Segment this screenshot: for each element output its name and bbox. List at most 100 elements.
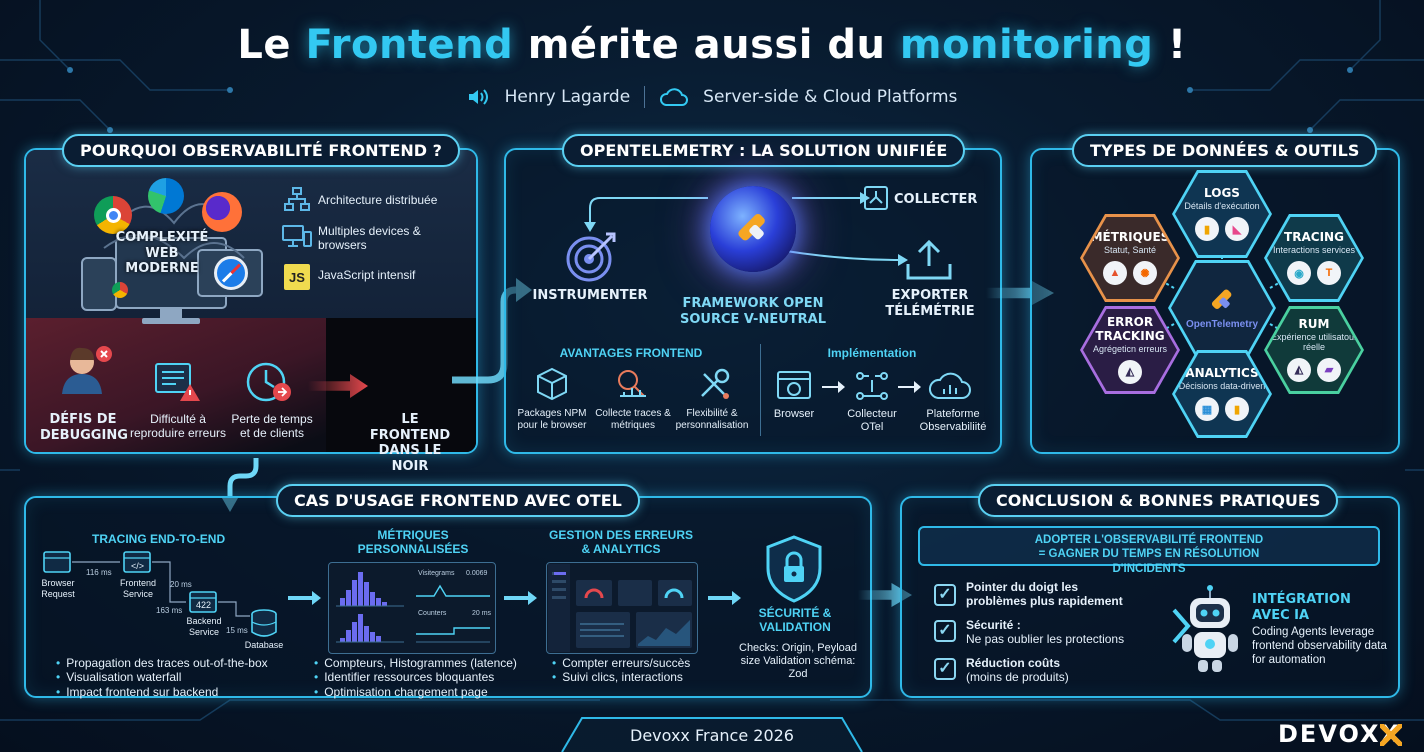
advantages-title: AVANTAGES FRONTEND [559,346,703,360]
tracing-waterfall: </> [43,551,277,637]
telescope-icon [738,213,765,241]
tracing-bullets: Propagation des traces out-of-the-box Vi… [56,656,268,699]
kibana-icon: ◣ [1225,217,1249,242]
javascript-icon: JS [284,264,310,290]
subtitle-bar: Henry Lagarde Server-side & Cloud Platfo… [0,86,1424,108]
collector-icon [864,186,888,210]
challenge-time-loss: Perte de temps et de clients [231,412,313,441]
challenge-debugging: DÉFIS DE DEBUGGING [40,412,128,443]
node-backend-service: Backend Service [186,616,222,637]
devoxx-logo-accent [1380,724,1402,746]
impl-browser: Browser [773,408,815,420]
hex-tracing-title: TRACING [1284,229,1344,244]
page-title: Le Frontend mérite aussi du monitoring ! [237,22,1187,68]
check-3-sub: (moins de produits) [966,670,1069,684]
hex-logs-sub: Détails d'exécution [1184,201,1260,212]
tracing-e2e-title: TRACING END-TO-END [92,532,226,546]
prometheus-icon: ▲ [1103,261,1127,286]
hex-logs-title: LOGS [1204,185,1240,200]
metrics-bullets: Compteurs, Histogrammes (latence) Identi… [314,656,517,699]
browser-icon [777,371,811,399]
rum-tool-icon: ▰ [1317,357,1341,382]
tempo-icon: T [1317,261,1341,286]
framework-label: FRAMEWORK OPEN SOURCE V-NEUTRAL [680,296,826,327]
why-item-architecture: Architecture distribuée [318,193,438,207]
frustrated-dev-icon [62,346,112,394]
hex-analytics-sub: Décisions data-driven [1178,381,1266,392]
histogram-chart [336,572,404,643]
sentry-icon: ◭ [1118,359,1142,384]
check-1-title: Pointer du doigt les problèmes plus rapi… [966,580,1123,609]
devoxx-logo: DEVOXX [1278,720,1402,748]
metrics-panel2-value: 20 ms [472,610,492,617]
hex-metrics-sub: Statut, Santé [1103,245,1157,256]
npm-package-icon [537,367,567,401]
firefox-icon [202,192,242,232]
network-icon [284,187,310,211]
why-panel-title: POURQUOI OBSERVABILITÉ FRONTEND ? [62,134,460,167]
cloud-icon [660,88,689,106]
devices-icon [282,225,312,247]
check-2-title: Sécurité : [966,618,1021,632]
metrics-custom-title: MÉTRIQUES PERSONNALISÉES [357,528,469,557]
challenge-reproduce: Difficulté à reproduire erreurs [129,412,227,441]
speaker-icon [468,89,488,105]
errors-bullet-2: Suivi clics, interactions [552,670,690,684]
export-icon [906,239,952,280]
ai-robot-icon [1182,585,1238,672]
usecases-panel-title: CAS D'USAGE FRONTEND AVEC OTEL [276,484,640,517]
adv-npm: Packages NPM pour le browser [517,408,587,431]
implementation-title: Implémentation [827,346,917,360]
tracing-bullet-3: Impact frontend sur backend [56,685,268,699]
ai-integration-text: Coding Agents leverage frontend observab… [1252,626,1387,666]
hex-analytics-title: ANALYTICS [1185,365,1259,380]
footer-event: Devoxx France 2026 [630,726,794,745]
complexity-illustration [81,203,263,324]
instrument-label: INSTRUMENTER [532,288,648,303]
metrics-line-1 [416,584,490,597]
hex-errors-sub: Agrégeticn erreurs [1092,343,1168,354]
observability-cloud-icon [929,372,971,399]
metrics-line-2 [416,627,490,643]
chrome-icon [94,196,132,234]
metrics-panel1-label: Visitegrams [418,570,455,577]
metrics-bullet-3: Optimisation chargement page [314,685,517,699]
errors-bullet-1: Compter erreurs/succès [552,656,690,670]
collect-traces-icon [618,370,646,397]
conclusion-chevron-icon [1172,608,1191,644]
metrics-panel1-value: 0.0069 [466,570,488,577]
backend-code: 422 [196,600,212,610]
analytics-grid-icon: ▦ [1195,397,1219,422]
tools-icon [701,368,730,399]
latency-2: 20 ms [170,580,192,589]
analytics-chart-icon: ▮ [1225,397,1249,422]
usecase-arrow-1 [288,591,321,605]
complexity-label: COMPLEXITÉ WEB MODERNE [115,230,209,277]
speaker-name: Henry Lagarde [504,87,631,107]
otel-collector-icon [856,372,888,400]
hex-center: OpenTelemetry [1168,260,1276,356]
metrics-bullet-2: Identifier ressources bloquantes [314,670,517,684]
svg-text:</>: </> [131,561,144,571]
latency-3: 163 ms [156,606,183,615]
check-3-title: Réduction coûts [966,656,1061,670]
why-item-devices: Multiples devices & browsers [318,224,421,253]
conclusion-banner: ADOPTER L'OBSERVABILITÉ FRONTEND = GAGNE… [918,526,1380,575]
jaeger-icon: ◉ [1287,261,1311,286]
node-database: Database [244,640,284,650]
latency-1: 116 ms [86,568,112,577]
adv-collect: Collecte traces & métriques [595,408,671,431]
security-text: Checks: Origin, Peyload size Validation … [739,642,857,681]
hex-tracing-sub: Interactions services [1272,245,1356,256]
check-2-sub: Ne pas oublier les protections [966,632,1125,646]
hex-errors-title: ERROR TRACKING [1095,315,1165,343]
check-icon-2: ✓ [934,620,956,642]
impl-collector: Collecteur OTel [847,408,897,434]
types-panel-title: TYPES DE DONNÉES & OUTILS [1072,134,1378,167]
footer-frame [561,717,863,752]
otel-center-label: OpenTelemetry [1185,318,1259,330]
safari-icon [214,256,248,290]
node-browser-request: Browser Request [41,578,75,599]
check-icon-1: ✓ [934,584,956,606]
tracing-bullet-2: Visualisation waterfall [56,670,268,684]
